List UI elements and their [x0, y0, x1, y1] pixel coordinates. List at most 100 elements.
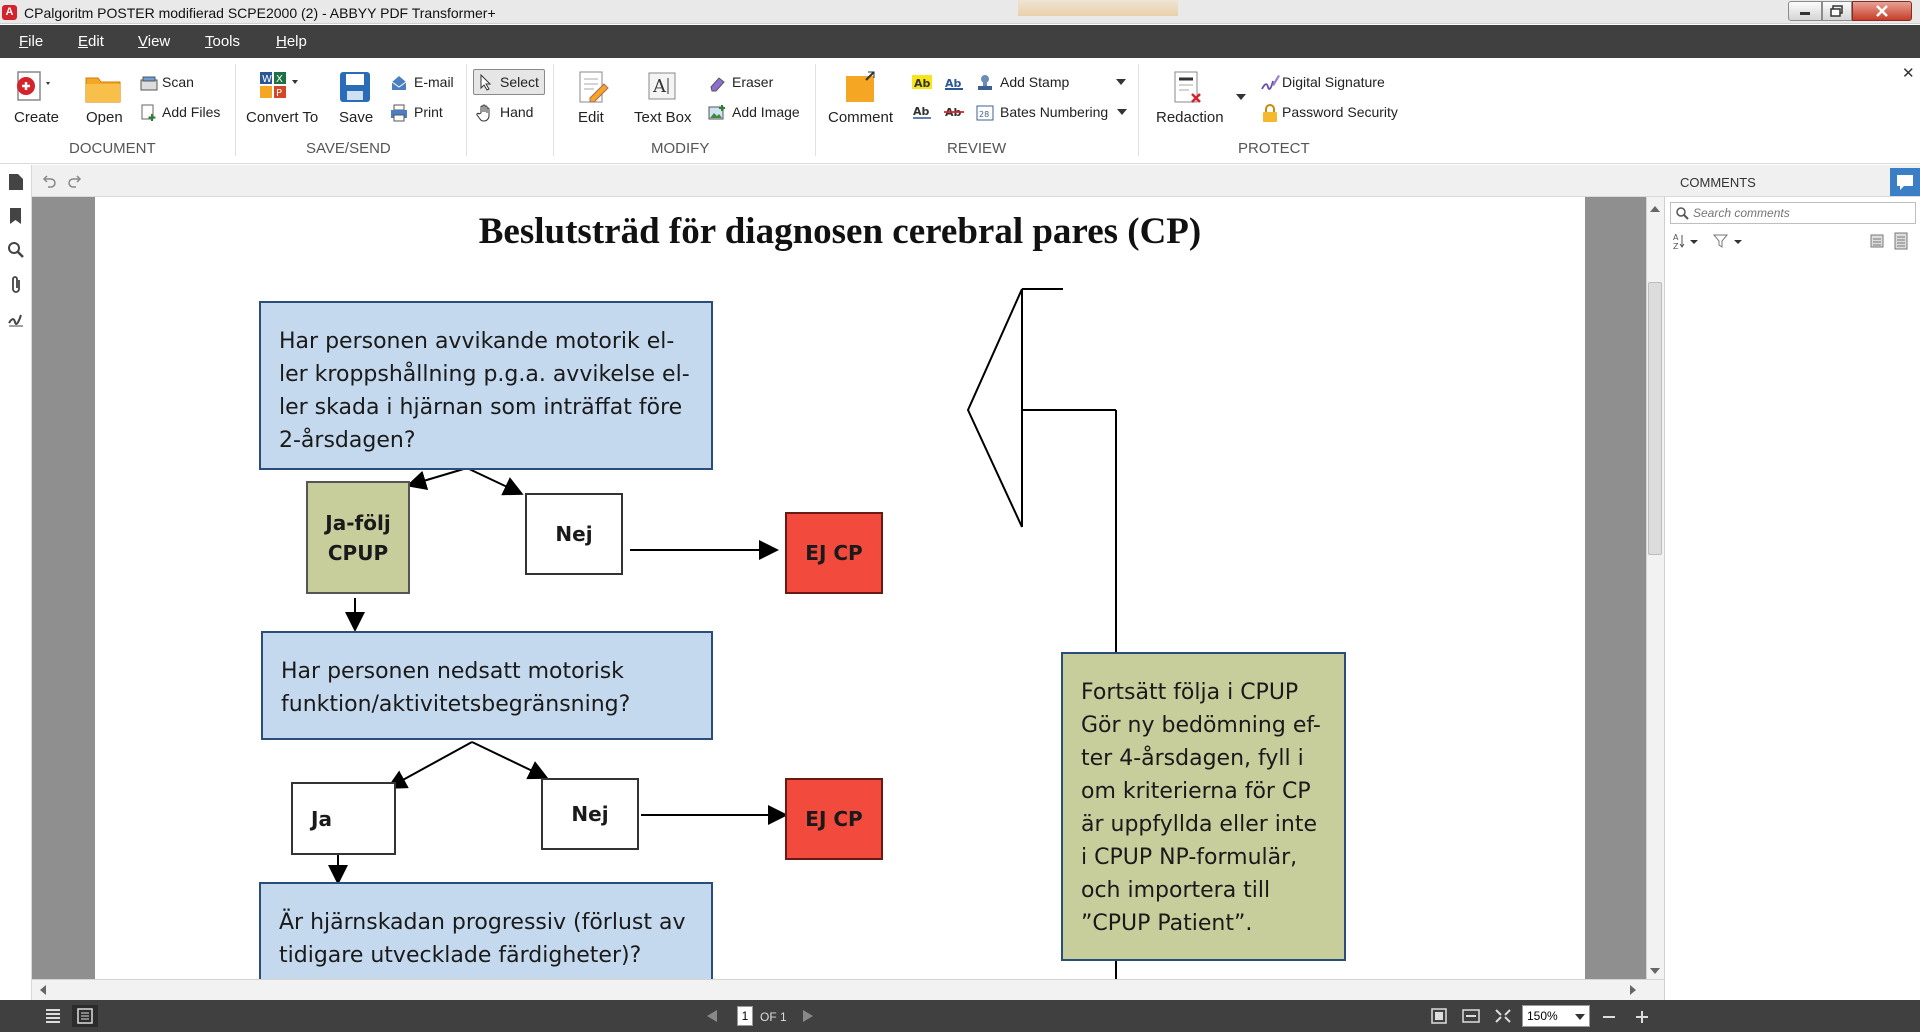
print-button[interactable]: Print [390, 102, 462, 124]
select-cursor-icon [480, 73, 492, 91]
chevron-down-icon[interactable] [1236, 94, 1246, 100]
single-page-view-icon[interactable] [44, 1008, 62, 1024]
svg-text:P: P [276, 88, 282, 99]
svg-text:Ab: Ab [914, 77, 931, 90]
continuous-view-icon [77, 1008, 93, 1024]
email-button[interactable]: E-mail [390, 72, 462, 94]
highlight-text-button[interactable]: Ab [912, 73, 932, 93]
document-title: Beslutsträd för diagnosen cerebral pares… [478, 211, 1202, 252]
scroll-right-icon[interactable] [1630, 985, 1638, 995]
previous-page-icon[interactable] [706, 1010, 718, 1022]
hand-tool-button[interactable]: Hand [476, 102, 548, 124]
scroll-down-icon[interactable] [1650, 968, 1660, 976]
window-title: CPalgoritm POSTER modifierad SCPE2000 (2… [24, 5, 496, 21]
digital-signature-label: Digital Signature [1282, 74, 1385, 90]
select-tool-button[interactable]: Select [473, 69, 545, 95]
sort-icon[interactable]: AZ [1673, 232, 1701, 250]
pdf-page: Beslutsträd för diagnosen cerebral pares… [95, 197, 1585, 979]
comment-button[interactable]: Comment [826, 68, 896, 126]
flowchart-connectors [328, 288, 1117, 979]
redaction-button[interactable]: Redaction [1150, 68, 1230, 126]
scanner-icon [140, 76, 158, 91]
group-review-label: REVIEW [947, 140, 1007, 157]
add-files-button[interactable]: Add Files [140, 102, 230, 124]
menu-edit[interactable]: Edit [78, 33, 104, 50]
scroll-left-icon[interactable] [38, 985, 46, 995]
ja-box: Ja [291, 782, 396, 855]
chevron-down-icon[interactable] [1575, 1014, 1585, 1020]
next-page-icon[interactable] [802, 1010, 814, 1022]
chevron-down-icon[interactable] [1117, 109, 1127, 115]
ribbon-separator [466, 64, 467, 156]
fit-page-icon[interactable] [1430, 1008, 1448, 1024]
continuous-view-button[interactable] [72, 1005, 98, 1027]
fit-width-icon[interactable] [1462, 1008, 1480, 1024]
minimize-button[interactable] [1788, 1, 1822, 21]
digital-signature-button[interactable]: Digital Signature [1260, 72, 1410, 94]
signatures-icon[interactable] [7, 309, 25, 327]
close-button[interactable] [1852, 1, 1912, 21]
comments-toggle-button[interactable] [1890, 168, 1920, 196]
zoom-out-icon[interactable] [1602, 1010, 1616, 1024]
chevron-down-icon[interactable] [1116, 79, 1126, 85]
open-button[interactable]: Open [84, 68, 134, 126]
comments-search-input[interactable] [1693, 206, 1913, 220]
current-page-field[interactable]: 1 [737, 1006, 753, 1026]
vertical-scroll-thumb[interactable] [1648, 282, 1662, 555]
search-icon[interactable] [7, 241, 25, 259]
convert-to-button[interactable]: W X P Convert To [244, 68, 324, 126]
bates-numbering-button[interactable]: 28 Bates Numbering [976, 102, 1126, 124]
add-files-icon [141, 104, 156, 121]
collapse-all-icon[interactable] [1868, 232, 1886, 250]
maximize-button[interactable] [1822, 1, 1852, 21]
scroll-up-icon[interactable] [1650, 204, 1660, 212]
password-security-label: Password Security [1282, 104, 1398, 120]
question-line: Är hjärnskadan progressiv (förlust av [279, 910, 686, 935]
strikethrough-icon: Ab [944, 106, 964, 119]
horizontal-scrollbar[interactable] [32, 979, 1664, 1000]
actual-size-icon[interactable] [1494, 1008, 1512, 1024]
menu-file[interactable]: File [19, 33, 44, 50]
box-line: Ja-följ [325, 510, 391, 535]
expand-all-icon[interactable] [1892, 232, 1910, 250]
zoom-select[interactable]: 150% [1522, 1005, 1590, 1027]
edit-button[interactable]: Edit [574, 68, 614, 126]
attachment-icon[interactable] [8, 275, 24, 295]
ribbon-close-icon[interactable]: ✕ [1902, 65, 1915, 82]
strikethrough-text-button[interactable]: Ab [944, 103, 964, 123]
add-stamp-button[interactable]: Add Stamp [976, 72, 1126, 94]
filter-icon[interactable] [1712, 232, 1746, 250]
bookmark-icon[interactable] [8, 207, 24, 225]
box-line: om kriterierna för CP [1081, 779, 1311, 804]
menu-view[interactable]: View [138, 33, 171, 50]
password-security-button[interactable]: Password Security [1260, 102, 1410, 124]
zoom-in-icon[interactable] [1635, 1010, 1649, 1024]
menu-help[interactable]: Help [276, 33, 307, 50]
save-button[interactable]: Save [336, 68, 376, 126]
add-image-button[interactable]: Add Image [708, 102, 808, 124]
undo-icon[interactable] [42, 173, 58, 189]
create-button[interactable]: Create [10, 68, 60, 126]
scan-button[interactable]: Scan [140, 72, 220, 94]
redo-icon[interactable] [66, 173, 82, 189]
eraser-button[interactable]: Eraser [708, 72, 798, 94]
scan-label: Scan [162, 74, 194, 90]
pages-icon[interactable] [8, 173, 24, 191]
zoom-value: 150% [1527, 1009, 1558, 1023]
eraser-label: Eraser [732, 74, 774, 90]
text-box-icon: A [648, 72, 676, 100]
email-label: E-mail [414, 74, 454, 90]
padlock-icon [1263, 104, 1277, 122]
sticky-note-icon [846, 71, 875, 102]
box-line: ter 4-årsdagen, fyll i [1081, 746, 1304, 771]
text-box-button[interactable]: A Text Box [632, 68, 698, 126]
email-icon [391, 76, 407, 90]
svg-text:Z: Z [1673, 242, 1679, 250]
replace-text-button[interactable]: Ab [944, 73, 964, 93]
underline-text-button[interactable]: Ab [912, 103, 932, 123]
create-label: Create [14, 109, 60, 126]
question-line: tidigare utvecklade färdigheter)? [279, 943, 642, 968]
menu-tools[interactable]: Tools [205, 33, 241, 50]
digital-signature-icon [1261, 75, 1280, 90]
comments-search-box[interactable] [1670, 202, 1916, 224]
